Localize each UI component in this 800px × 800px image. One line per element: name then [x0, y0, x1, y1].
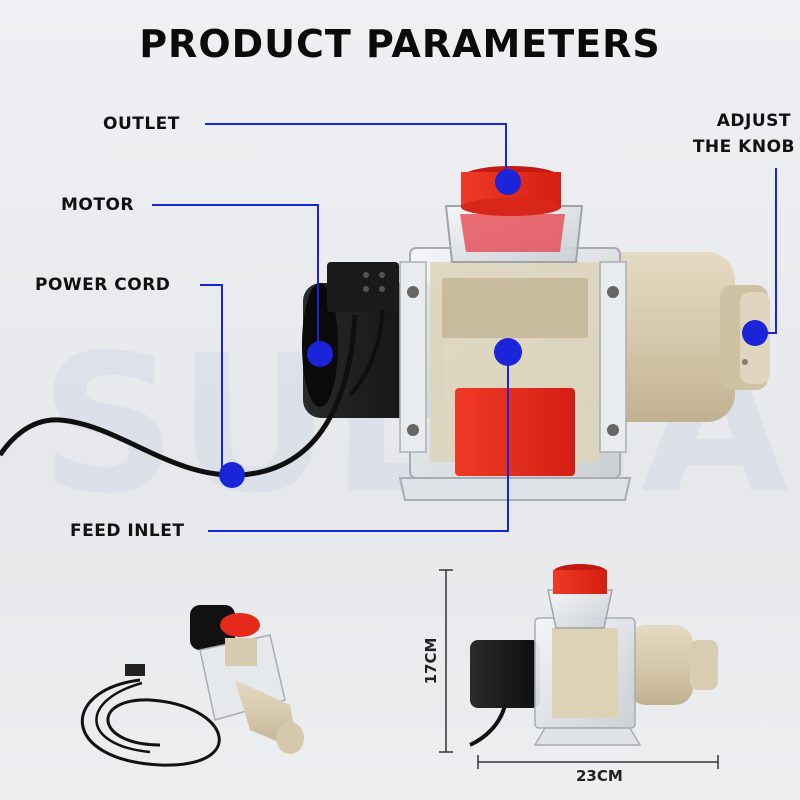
power-cord-label: POWER CORD [35, 275, 171, 295]
motor-dot [307, 341, 333, 367]
adjust-knob-dot [742, 320, 768, 346]
perspective-view [81, 605, 304, 767]
callout-dots [219, 169, 768, 488]
adjust-knob-label-line2: THE KNOB [692, 137, 795, 157]
power-cord-dot [219, 462, 245, 488]
width-dimension-label: 23CM [576, 767, 623, 785]
outlet-dot [495, 169, 521, 195]
outlet-label: OUTLET [103, 114, 180, 134]
height-dimension-label: 17CM [422, 637, 440, 685]
dimension-view [439, 564, 719, 769]
page-title: PRODUCT PARAMETERS [139, 22, 661, 66]
feed-inlet-dot [494, 338, 522, 366]
adjust-knob-label: ADJUST THE KNOB [683, 108, 795, 160]
feed-inlet-label: FEED INLET [70, 521, 185, 541]
adjust-knob-label-line1: ADJUST [716, 111, 791, 131]
motor-label: MOTOR [61, 195, 135, 215]
